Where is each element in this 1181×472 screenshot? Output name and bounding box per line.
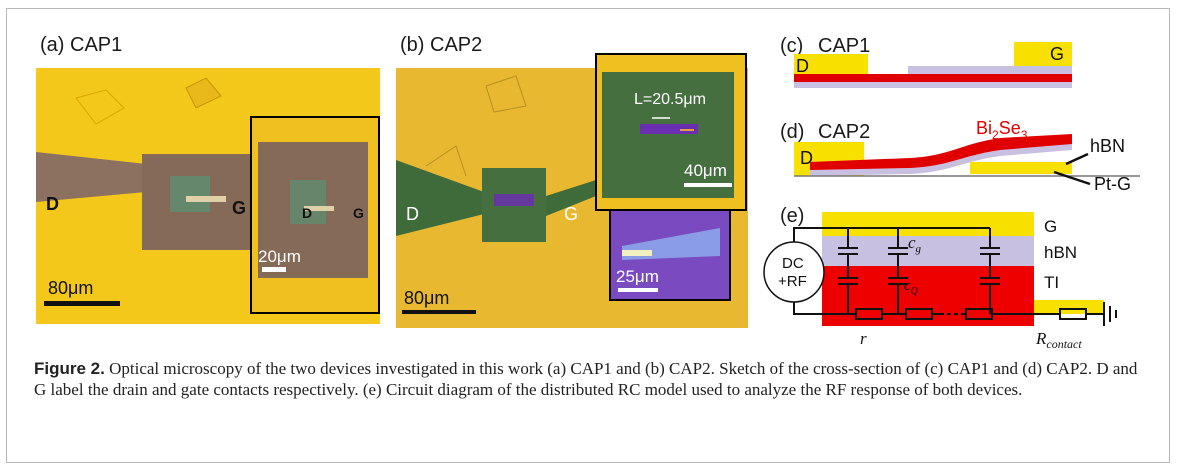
layer-g — [822, 212, 1034, 236]
cap1-micrograph-svg: D G D G 20μm 80μm — [36, 68, 380, 324]
inset-channel — [304, 206, 334, 211]
panel-d-label: (d) — [780, 121, 804, 143]
label-g: G — [1044, 217, 1057, 236]
hbn-label: hBN — [1090, 136, 1125, 156]
scale-bar — [44, 301, 120, 306]
panel-e-label: (e) — [780, 205, 804, 227]
layer-hbn — [822, 236, 1034, 266]
gate-wire — [793, 227, 990, 242]
gate-label: G — [232, 198, 246, 218]
contact-pad — [1034, 300, 1104, 314]
inset2-scale-label: 25μm — [616, 267, 659, 286]
inset-flake — [290, 180, 326, 224]
cq-label: cQ — [904, 278, 919, 297]
layer-ti — [822, 266, 1034, 326]
hbn-pointer — [1065, 152, 1089, 166]
substrate-layer — [794, 82, 1072, 88]
gate-lead — [546, 180, 596, 216]
ti-layer — [794, 74, 1072, 82]
source-rf: +RF — [778, 273, 807, 290]
figure-label: Figure 2. — [34, 359, 105, 378]
gate-contact — [1014, 42, 1072, 66]
inset1-flake — [640, 124, 698, 134]
rcontact-label: Rcontact — [1035, 329, 1082, 348]
drain-label: D — [796, 56, 809, 76]
panel-b-micrograph: D G L=20.5μm 40μm 25μm 80μm — [396, 46, 748, 328]
flake-outline — [185, 77, 222, 109]
flake — [494, 194, 534, 206]
scale-label: 80μm — [404, 288, 449, 308]
inset2-contact — [622, 250, 652, 256]
drain-wire — [793, 302, 840, 315]
drain-label: D — [46, 194, 59, 214]
inset-drain-label: D — [302, 205, 312, 221]
label-hbn: hBN — [1044, 243, 1077, 262]
cg-label: cg — [908, 233, 922, 255]
panel-b-label: (b) CAP2 — [400, 34, 483, 56]
panel-d-title: CAP2 — [818, 121, 870, 143]
length-label: L=20.5μm — [634, 91, 706, 108]
drain-label: D — [406, 204, 419, 224]
panel-e-circuit: (e) G hBN TI DC +RF cg cQ r Rcontact — [763, 205, 1117, 348]
gate-label: G — [564, 204, 578, 224]
drain-lead — [396, 160, 484, 236]
drain-lead — [36, 152, 146, 202]
inset-scale-bar — [262, 267, 286, 272]
inset1-scale-bar — [684, 183, 732, 187]
panel-d-sketch: (d) CAP2 D Bi2Se3 hBN Pt-G — [780, 118, 1140, 194]
cap2-micrograph-svg: D G L=20.5μm 40μm 25μm 80μm — [396, 53, 748, 328]
inset-scale-label: 20μm — [258, 247, 301, 266]
flake-outline — [425, 145, 467, 177]
inset1-scale-label: 40μm — [684, 161, 727, 180]
flake-outline — [485, 75, 527, 113]
panel-a-micrograph: D G D G 20μm 80μm — [36, 68, 380, 324]
panel-c-title: CAP1 — [818, 35, 870, 57]
inset-gate-label: G — [353, 205, 364, 221]
scale-label: 80μm — [48, 278, 93, 298]
flake — [170, 176, 210, 212]
panel-a-label: (a) CAP1 — [40, 34, 123, 56]
hbn-layer — [908, 66, 1072, 74]
ptg-label: Pt-G — [1094, 174, 1131, 194]
flake-outline — [75, 89, 125, 125]
source-dc: DC — [782, 255, 804, 272]
ptg-pointer — [1053, 170, 1091, 186]
inset1-pad — [602, 72, 734, 198]
gate-label: G — [1050, 44, 1064, 64]
ti-layer — [810, 134, 1072, 170]
channel — [186, 196, 226, 202]
inset2-scale-bar — [618, 288, 658, 292]
drain-label: D — [800, 148, 813, 168]
panel-c-label: (c) — [780, 35, 803, 57]
panel-c-sketch: (c) CAP1 D G — [780, 35, 1072, 88]
rc-ladder — [838, 228, 1117, 326]
r-label: r — [860, 329, 867, 348]
material-label: Bi2Se3 — [976, 118, 1028, 142]
caption-text: Optical microscopy of the two devices in… — [34, 359, 1138, 399]
figure-frame — [6, 8, 1170, 463]
gate-contact — [970, 162, 1072, 174]
source-circle — [763, 241, 825, 303]
label-ti: TI — [1044, 273, 1059, 292]
scale-bar — [402, 310, 476, 314]
figure-caption: Figure 2. Optical microscopy of the two … — [34, 358, 1142, 400]
